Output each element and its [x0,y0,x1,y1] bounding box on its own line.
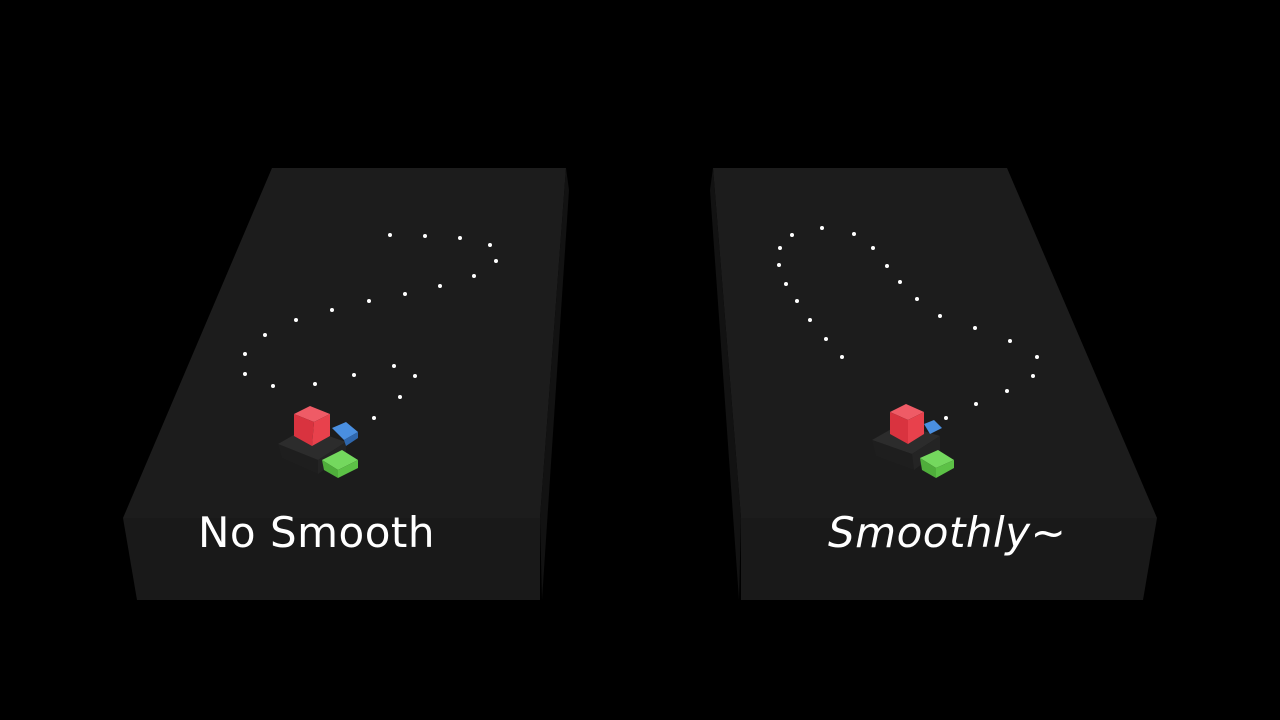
path-dot [403,292,407,296]
path-dot [871,246,875,250]
red-cube-left [294,414,314,446]
path-dot [852,232,856,236]
path-dot [820,226,824,230]
left-platform-front [123,518,540,600]
z-axis-handle-side [322,460,338,478]
path-dot [1031,374,1035,378]
smoothly-label: Smoothly~ [828,508,1067,557]
path-dot [392,364,396,368]
right-path-dots [777,226,1039,420]
path-dot [413,374,417,378]
path-dot [944,416,948,420]
path-dot [271,384,275,388]
path-dot [438,284,442,288]
path-dot [398,395,402,399]
path-dot [790,233,794,237]
path-dot [840,355,844,359]
path-dot [423,234,427,238]
z-axis-handle-top [322,450,358,470]
right-platform-side-left [710,168,741,600]
path-dot [313,382,317,386]
path-dot [243,372,247,376]
red-cube-top [890,404,924,420]
red-cube-left [890,412,908,444]
path-dot [778,246,782,250]
path-dot [784,282,788,286]
left-platform-side-right [540,168,569,600]
right-platform-top [713,168,1157,518]
red-cube-right [908,412,924,444]
path-dot [938,314,942,318]
right-platform [710,168,1157,600]
gizmo-base-side2 [912,436,940,470]
path-dot [1035,355,1039,359]
path-dot [367,299,371,303]
path-dot [974,402,978,406]
path-dot [388,233,392,237]
path-dot [458,236,462,240]
path-dot [885,264,889,268]
right-cube-gizmo [872,404,954,478]
left-path-dots [243,233,498,420]
path-dot [915,297,919,301]
path-dot [263,333,267,337]
path-dot [472,274,476,278]
path-dot [372,416,376,420]
path-dot [1005,389,1009,393]
path-dot [294,318,298,322]
left-cube-gizmo [278,406,358,478]
path-dot [808,318,812,322]
path-dot [1008,339,1012,343]
path-dot [352,373,356,377]
z-axis-handle-side [920,458,936,478]
path-dot [777,263,781,267]
red-cube-right [312,414,330,446]
left-platform-top [123,168,566,518]
path-dot [898,280,902,284]
right-platform-front [741,518,1157,600]
path-dot [973,326,977,330]
red-cube-top [294,406,330,422]
path-dot [488,243,492,247]
z-axis-handle-side2 [936,460,954,478]
path-dot [824,337,828,341]
x-axis-handle [332,422,358,440]
no-smooth-label: No Smooth [198,508,436,557]
x-axis-handle [924,420,942,434]
path-dot [330,308,334,312]
gizmo-base-side [872,440,914,470]
z-axis-handle-side2 [338,460,358,478]
z-axis-handle-top [920,450,954,468]
path-dot [494,259,498,263]
left-platform [123,168,569,600]
x-axis-handle-side [344,432,358,446]
gizmo-base-side [278,444,318,474]
path-dot [795,299,799,303]
path-dot [243,352,247,356]
